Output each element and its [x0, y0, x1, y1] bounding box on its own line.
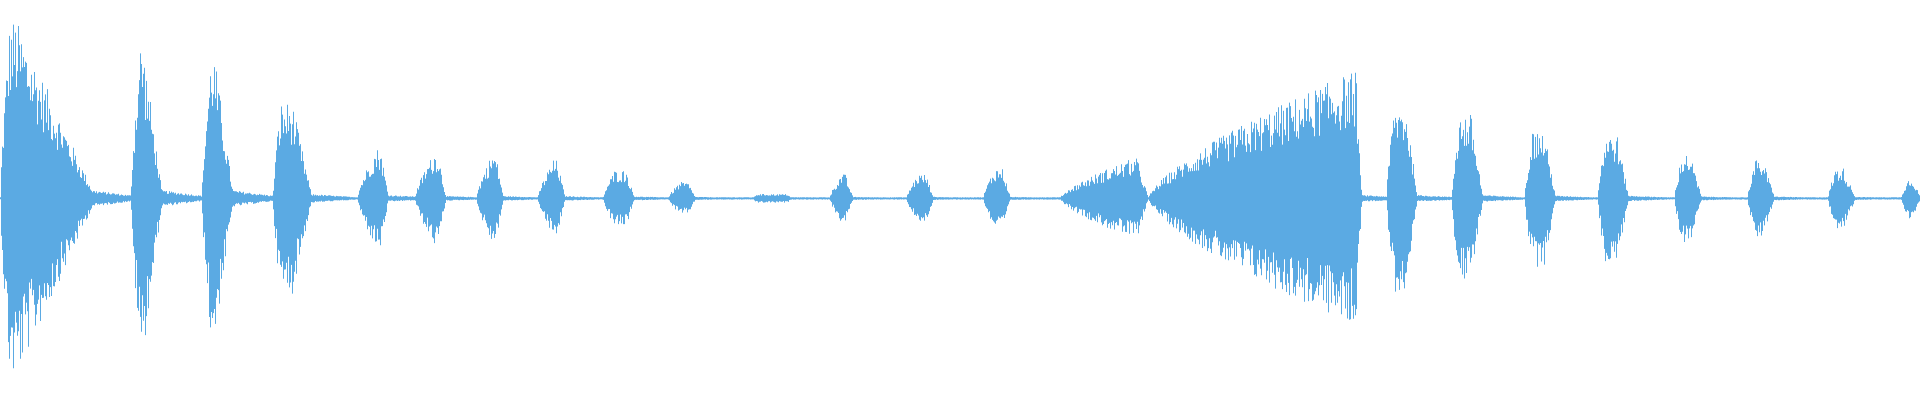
waveform-trace	[0, 24, 1920, 369]
waveform-bars	[0, 24, 1920, 369]
